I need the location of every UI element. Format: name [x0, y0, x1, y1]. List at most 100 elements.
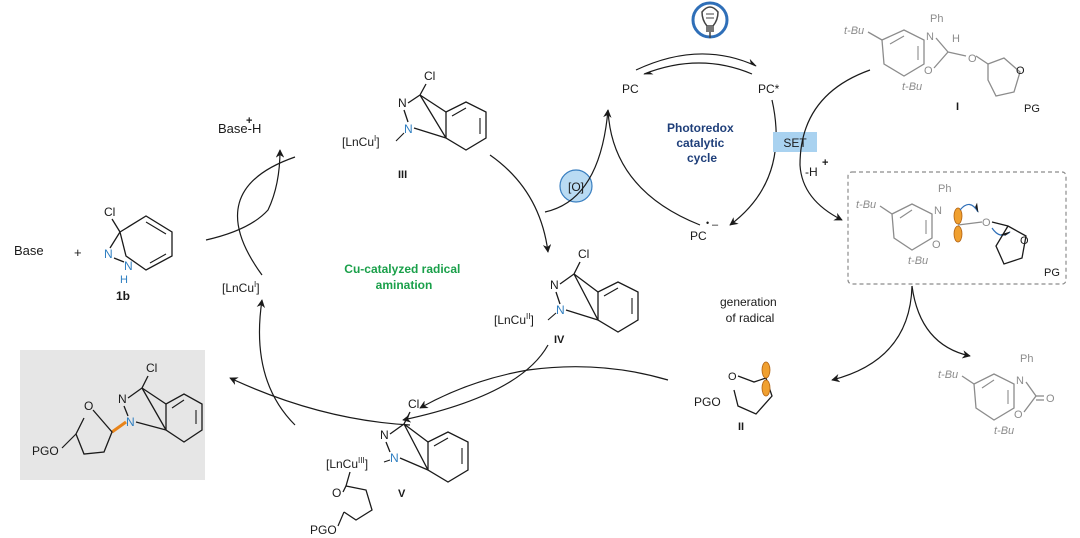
new-c-n-bond — [111, 420, 127, 434]
title-line: amination — [376, 278, 433, 292]
compound-i: t-Bu N Ph O H O O PG t-Bu I — [844, 13, 1040, 115]
radical-capture-arrow — [419, 366, 669, 409]
complex-iv: Cl N N [LnCuII] IV — [494, 247, 639, 346]
atom-label: N — [1016, 375, 1024, 387]
minus-h-label: -H — [805, 165, 818, 179]
atom-label: H — [120, 274, 128, 286]
atom-label: N — [126, 415, 135, 429]
atom-label: O — [1020, 235, 1029, 247]
pgo-label: PGO — [694, 395, 721, 409]
oxidation-state: I — [374, 134, 376, 143]
roman-label: V — [398, 488, 406, 500]
title-line: cycle — [687, 151, 717, 165]
roman-label: III — [398, 169, 407, 181]
cycle-arrow — [402, 344, 549, 423]
charge-minus: – — [712, 219, 719, 231]
ln-cu-label: [LnCuI] — [222, 280, 260, 295]
radical-orbital — [953, 207, 963, 225]
pg-label: PG — [1044, 267, 1060, 279]
atom-label: N — [118, 392, 127, 406]
tbu-label: t-Bu — [902, 81, 922, 93]
compound-number: 1b — [116, 289, 130, 303]
atom-label: N — [398, 96, 407, 110]
atom-label: O — [728, 371, 737, 383]
ln-cu-label: [LnCuII] — [494, 312, 534, 327]
atom-label: Cl — [578, 247, 589, 261]
superscript-charge: + — [246, 115, 252, 127]
oxidation-state: III — [358, 456, 365, 465]
radical-orbital — [761, 361, 771, 379]
superscript-charge: + — [822, 157, 828, 169]
atom-label: Cl — [104, 205, 115, 219]
oxidation-state: I — [254, 280, 256, 289]
ln-cu-label: [LnCuIII] — [326, 456, 368, 471]
set-box — [773, 132, 817, 152]
cu-i-catalyst: [LnCuI] — [222, 280, 260, 295]
atom-label: O — [932, 239, 941, 251]
radical-orbital — [953, 225, 963, 243]
product-box — [20, 350, 205, 480]
atom-label: O — [982, 217, 991, 229]
relaxation-arrow — [643, 62, 753, 75]
oxidation-state: II — [526, 312, 530, 321]
atom-label: N — [934, 205, 942, 217]
set-arrow — [799, 69, 871, 221]
atom-label: N — [380, 428, 389, 442]
oxidant-label: [O] — [568, 180, 584, 194]
radical-intermediate-box — [847, 171, 1067, 285]
tbu-label: t-Bu — [856, 199, 876, 211]
title-line: Photoredox — [667, 121, 734, 135]
atom-label: O — [1046, 393, 1055, 405]
radical-dot: • — [706, 218, 709, 228]
radical-ii: O PGO II — [694, 361, 773, 433]
complex-iii: Cl N N [LnCuI] III — [342, 69, 487, 181]
base-h-label: Base-H — [218, 121, 261, 136]
excitation-arrow — [635, 53, 757, 71]
atom-label: Cl — [146, 361, 157, 375]
complex-v: Cl N N [LnCuIII] O PGO V — [310, 397, 469, 537]
atom-label: N — [556, 303, 565, 317]
atom-label: O — [924, 65, 933, 77]
ph-label: Ph — [938, 183, 951, 195]
caption-line: of radical — [726, 311, 775, 325]
atom-label: N — [404, 122, 413, 136]
oxidant-arrow — [544, 109, 612, 213]
atom-label: O — [84, 399, 93, 413]
atom-label: O — [968, 53, 977, 65]
cycle-arrow — [237, 156, 296, 276]
compound-1b: Cl N N H 1b — [104, 205, 173, 303]
pgo-label: PGO — [310, 523, 337, 537]
base-label: Base — [14, 243, 44, 258]
tbu-label: t-Bu — [908, 255, 928, 267]
product-structure: Cl N N O PGO — [32, 361, 203, 458]
fragmentation-arrow — [911, 285, 971, 359]
atom-label: O — [332, 486, 341, 500]
generation-label: generation of radical — [720, 295, 780, 325]
plus-sign: + — [74, 245, 82, 260]
ln-cu-label: [LnCuI] — [342, 134, 380, 149]
atom-label: N — [104, 247, 113, 261]
atom-label: Cl — [424, 69, 435, 83]
radical-intermediate: t-Bu N Ph O O O PG t-Bu — [856, 183, 1060, 279]
pc-label: PC — [622, 82, 639, 96]
fragmentation-arrow — [831, 285, 913, 383]
atom-label: N — [124, 259, 133, 273]
tbu-label: t-Bu — [994, 425, 1014, 437]
electron-arrow — [959, 202, 979, 213]
atom-label: N — [926, 31, 934, 43]
pc-star-label: PC* — [758, 82, 780, 96]
pg-label: PG — [1024, 103, 1040, 115]
cycle-arrow — [205, 149, 285, 241]
cycle-arrow — [729, 99, 777, 226]
ph-label: Ph — [1020, 353, 1033, 365]
roman-label: II — [738, 421, 744, 433]
atom-label: Cl — [408, 397, 419, 411]
cycle-arrow — [256, 299, 296, 426]
cycle-arrow — [229, 377, 411, 426]
radical-orbital — [761, 379, 771, 397]
electron-arrow — [991, 227, 1011, 236]
title-line: catalytic — [676, 136, 724, 150]
title-line: Cu-catalyzed radical — [344, 262, 460, 276]
cycle-arrow — [489, 154, 552, 253]
